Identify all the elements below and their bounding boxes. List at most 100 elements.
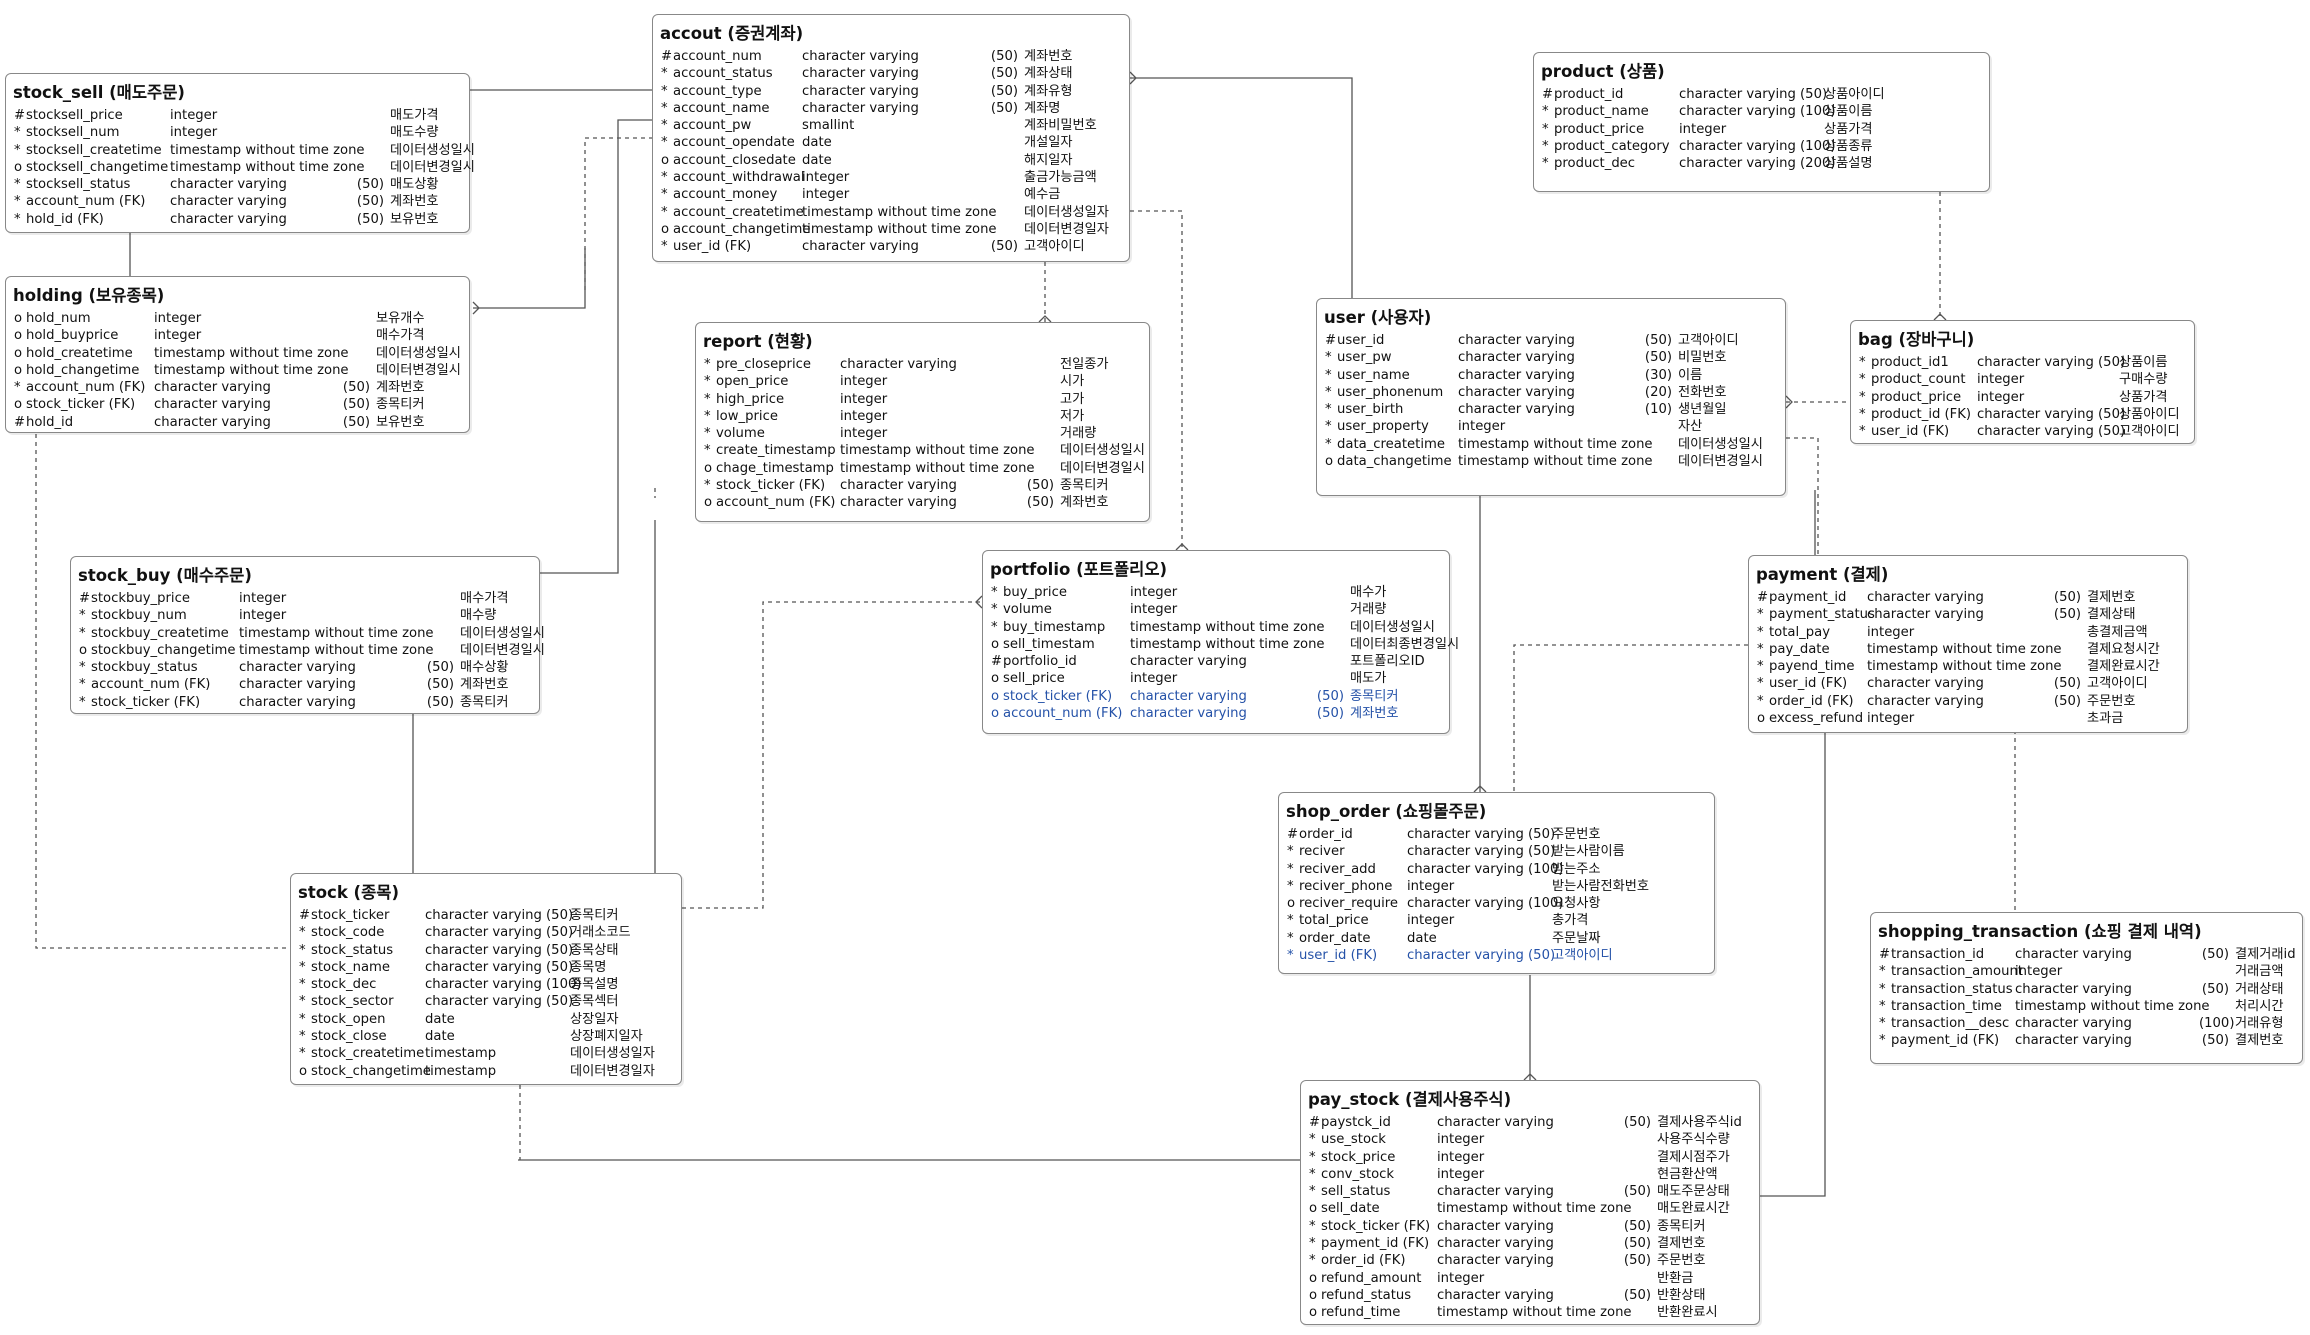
attribute-row[interactable]: *hold_id (FK)character varying(50)보유번호: [14, 211, 463, 228]
attribute-row[interactable]: *user_id (FK)character varying(50)고객아이디: [1757, 675, 2181, 692]
attribute-row[interactable]: *stock_ticker (FK)character varying(50)종…: [1309, 1218, 1753, 1235]
attribute-row[interactable]: *stock_ticker (FK)character varying(50)종…: [704, 477, 1143, 494]
attribute-row[interactable]: *payment_id (FK)character varying(50)결제번…: [1879, 1032, 2296, 1049]
attribute-row[interactable]: *user_id (FK)character varying(50)고객아이디: [661, 238, 1123, 255]
attribute-row[interactable]: *payment_id (FK)character varying(50)결제번…: [1309, 1235, 1753, 1252]
attribute-row[interactable]: *user_id (FK)character varying (50)고객아이디: [1859, 423, 2188, 440]
attribute-row[interactable]: *stock_ticker (FK)character varying(50)종…: [79, 694, 533, 711]
attribute-row[interactable]: *account_num (FK)character varying(50)계좌…: [14, 193, 463, 210]
attribute-row[interactable]: *user_id (FK)character varying (50)고객아이디: [1287, 947, 1708, 964]
entity-shopping-transaction[interactable]: shopping_transaction (쇼핑 결제 내역) #transac…: [1870, 912, 2303, 1064]
